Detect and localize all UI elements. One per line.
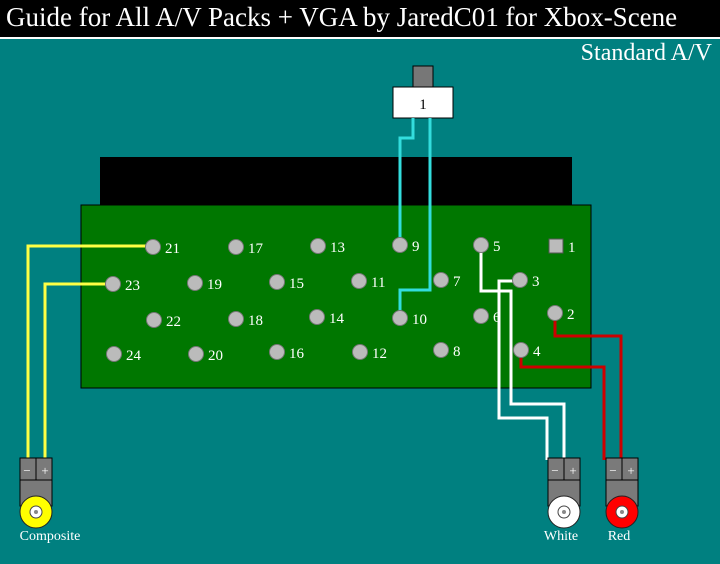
rca-connector-composite: −+ Composite (19, 457, 81, 544)
wire-red-pin2 (553, 313, 623, 460)
pin-label-7: 7 (453, 274, 461, 290)
switch-body (392, 86, 454, 119)
pin-label-13: 13 (330, 240, 345, 256)
connector-housing (100, 157, 572, 205)
wire-yellow-pin23 (43, 282, 113, 460)
pin-9 (392, 237, 408, 253)
pin-label-3: 3 (532, 274, 540, 290)
pin-label-5: 5 (493, 239, 501, 255)
connector-jack-pin (562, 510, 566, 514)
pin-3 (512, 272, 528, 288)
pin-label-11: 11 (371, 275, 385, 291)
pin-5 (473, 237, 489, 253)
pin-label-17: 17 (248, 241, 264, 257)
page-title: Guide for All A/V Packs + VGA by JaredC0… (6, 2, 678, 32)
pin-15 (269, 274, 285, 290)
wire-yellow-pin21 (26, 244, 153, 460)
circuit-board (80, 204, 592, 389)
connector-minus-label: − (551, 463, 558, 478)
connector-minus-label: − (609, 463, 616, 478)
pin-16 (269, 344, 285, 360)
page-subtitle: Standard A/V (580, 40, 712, 66)
pin-label-18: 18 (248, 313, 263, 329)
pin-4 (513, 342, 529, 358)
wires (26, 118, 623, 460)
rca-connector-red: −+ Red (605, 457, 639, 544)
pin-10 (392, 310, 408, 326)
pin-label-2: 2 (567, 307, 575, 323)
pin-2 (547, 305, 563, 321)
pin-label-1: 1 (568, 240, 576, 256)
wire-cyan-pin9 (398, 118, 415, 245)
pin-6 (473, 308, 489, 324)
pin-label-21: 21 (165, 241, 180, 257)
pin-label-9: 9 (412, 239, 420, 255)
pin-label-15: 15 (289, 276, 304, 292)
pin-label-10: 10 (412, 312, 427, 328)
pin-23 (105, 276, 121, 292)
connector-label: White (544, 529, 578, 544)
pin-18 (228, 311, 244, 327)
wire-red-pin4 (519, 350, 606, 460)
connector-label: Composite (20, 529, 81, 544)
pin-label-6: 6 (493, 310, 501, 326)
title-bar: Guide for All A/V Packs + VGA by JaredC0… (0, 0, 720, 39)
switch-knob (412, 65, 434, 88)
pin-22 (146, 312, 162, 328)
pin-label-4: 4 (533, 344, 541, 360)
pin-label-24: 24 (126, 348, 142, 364)
pin-label-16: 16 (289, 346, 305, 362)
pin-17 (228, 239, 244, 255)
pin-19 (187, 275, 203, 291)
pin-label-22: 22 (166, 314, 181, 330)
pin-12 (352, 344, 368, 360)
pin-14 (309, 309, 325, 325)
connector-jack-pin (34, 510, 38, 514)
connectors-layer: −+Composite−+White−+Red (19, 457, 639, 544)
pin-7 (433, 272, 449, 288)
connector-plus-label: + (41, 463, 48, 478)
pin-label-12: 12 (372, 346, 387, 362)
connector-plus-label: + (627, 463, 634, 478)
wire-cyan-pin10 (398, 118, 432, 318)
pin-8 (433, 342, 449, 358)
pin-label-14: 14 (329, 311, 345, 327)
wire-white-pin5 (479, 245, 566, 460)
wire-white-pin3 (497, 279, 549, 460)
connector-plus-label: + (569, 463, 576, 478)
pin-label-19: 19 (207, 277, 222, 293)
connector-jack-pin (620, 510, 624, 514)
connector-minus-label: − (23, 463, 30, 478)
pin-1 (548, 238, 564, 254)
pin-label-8: 8 (453, 344, 461, 360)
pin-11 (351, 273, 367, 289)
rca-connector-white: −+ White (544, 457, 581, 544)
connector-label: Red (608, 529, 631, 544)
pin-21 (145, 239, 161, 255)
pin-13 (310, 238, 326, 254)
pin-20 (188, 346, 204, 362)
pin-label-23: 23 (125, 278, 140, 294)
pin-24 (106, 346, 122, 362)
pin-label-20: 20 (208, 348, 223, 364)
switch-label: 1 (419, 97, 427, 113)
